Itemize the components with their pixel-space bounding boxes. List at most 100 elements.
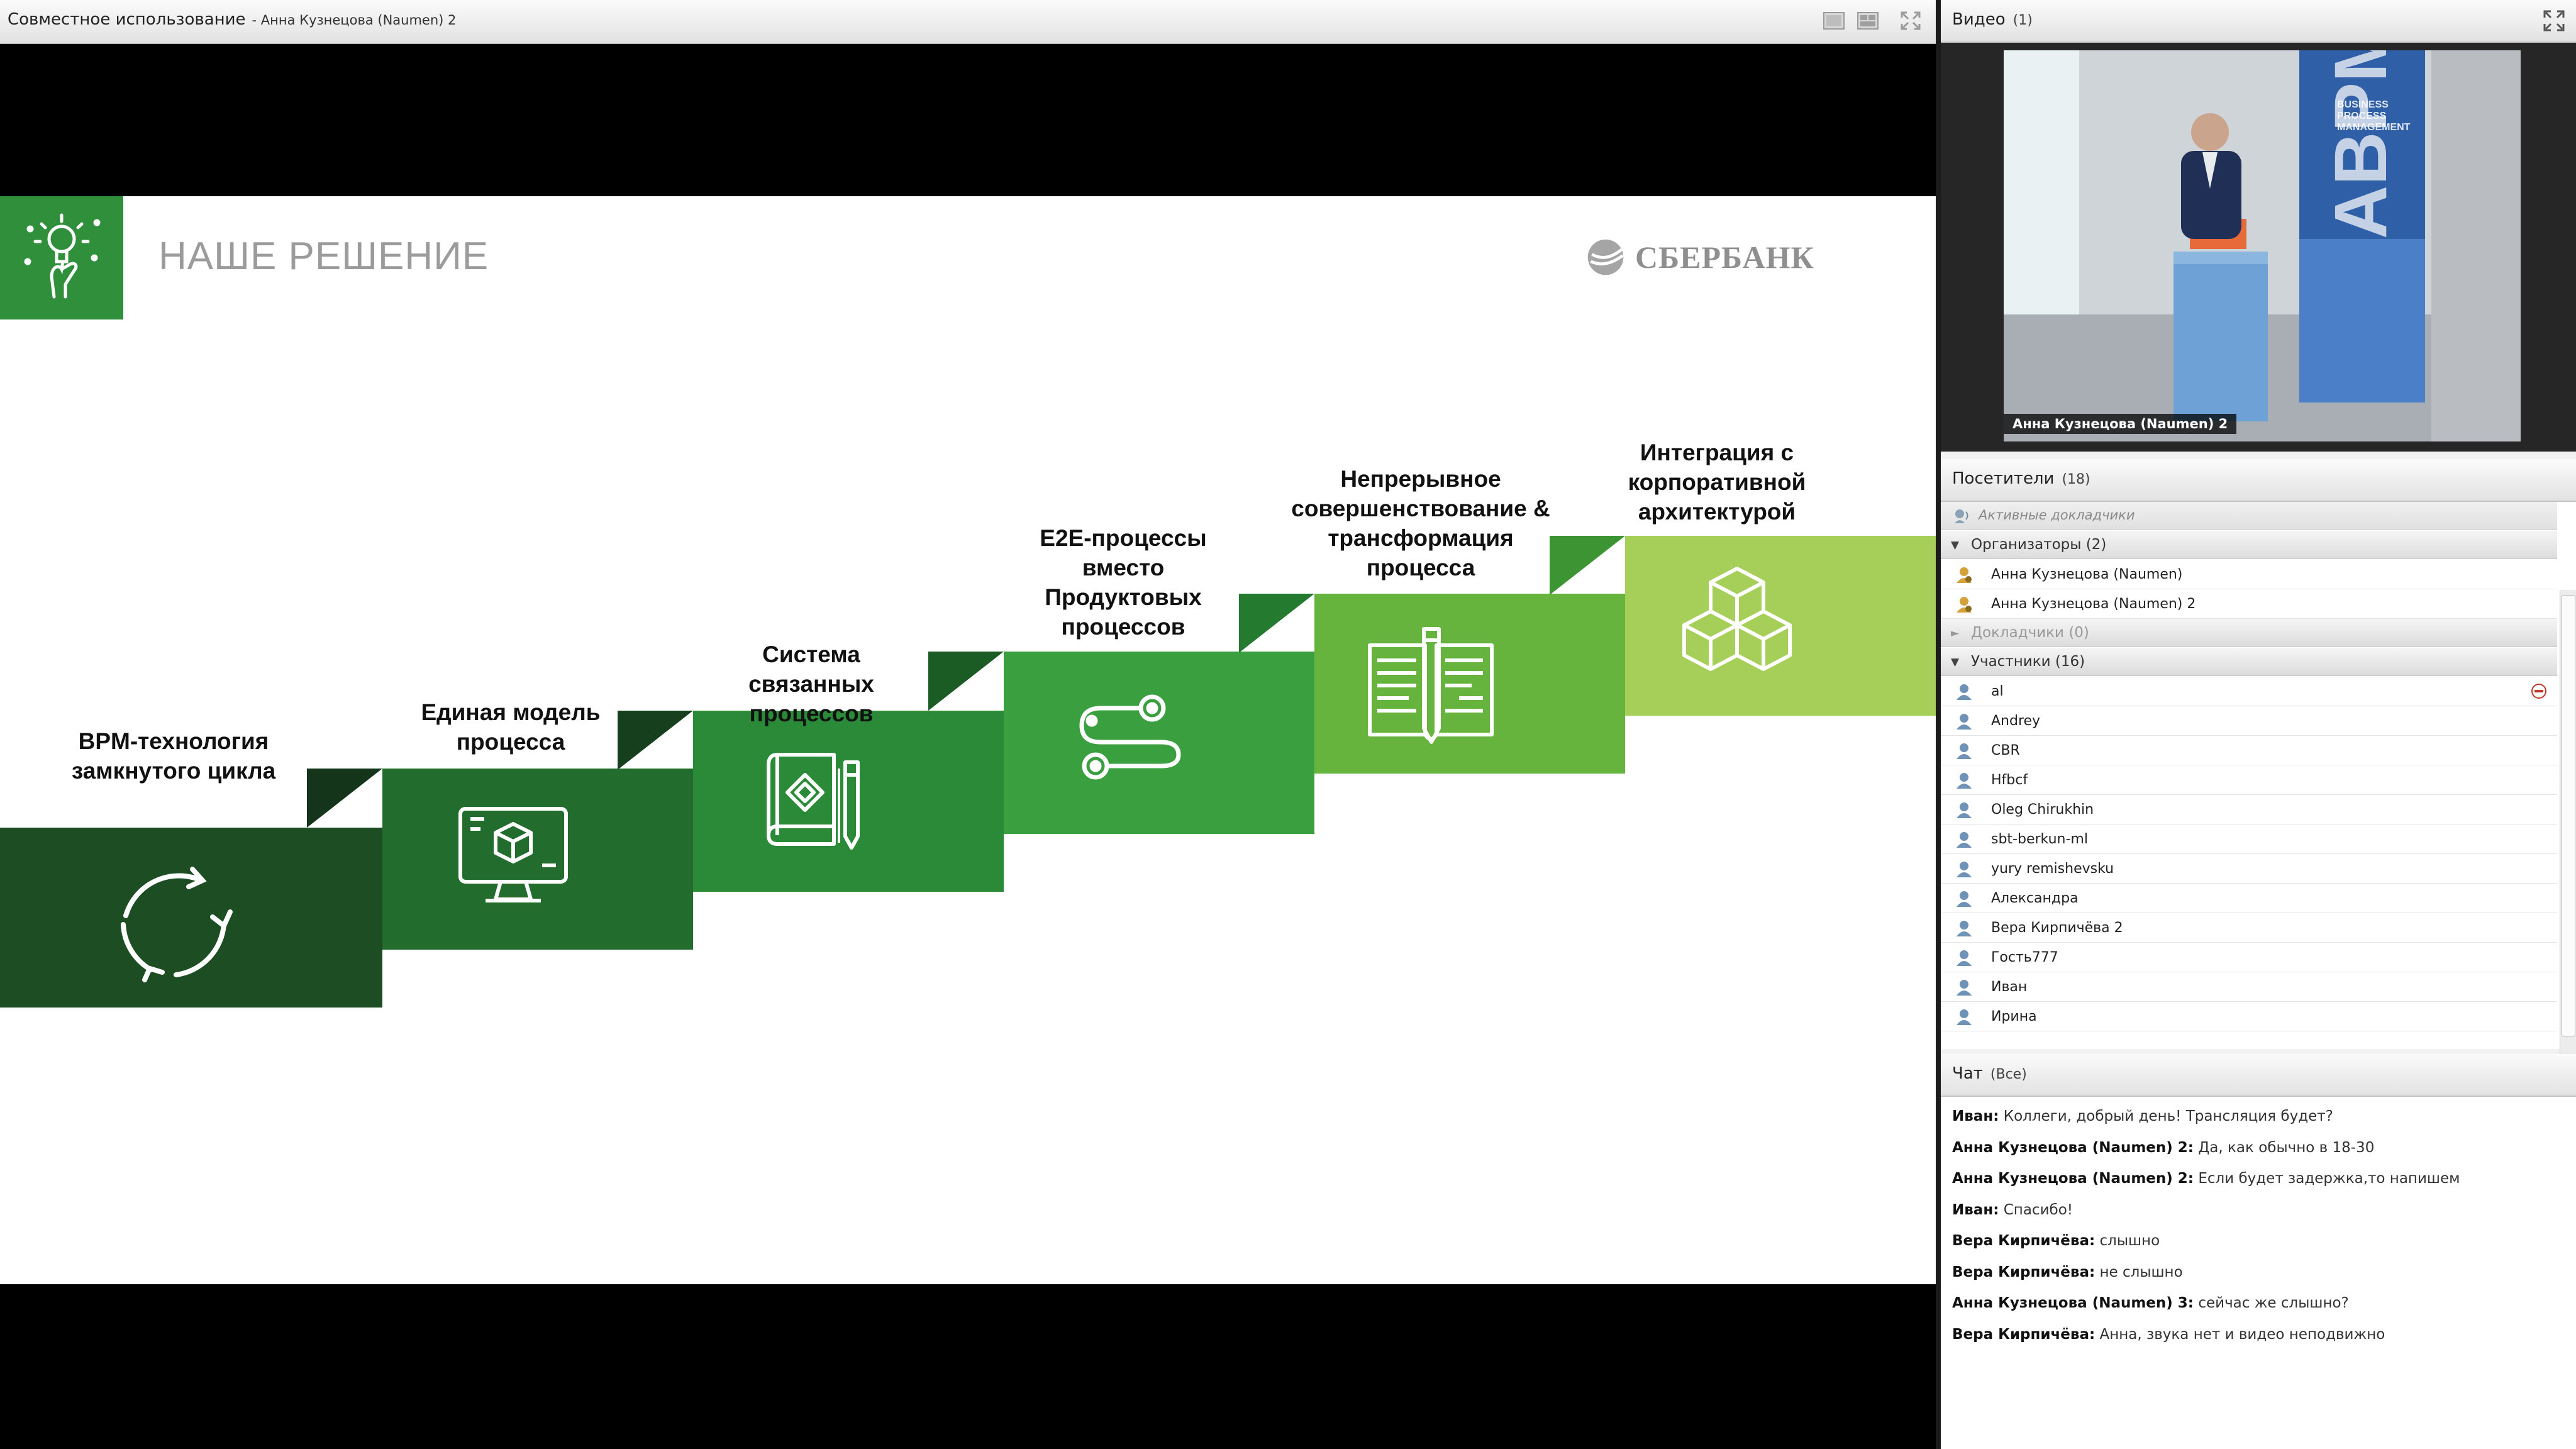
attendee-row[interactable]: al [1941,677,2557,706]
attendee-name: CBR [1991,743,2020,758]
chat-text: Если будет задержка,то напишем [2198,1170,2460,1187]
participants-group[interactable]: ▼ Участники (16) [1941,648,2557,676]
attendee-row[interactable]: Hfbcf [1941,765,2557,795]
sberbank-logo: СБЕРБАНК [1585,235,1814,279]
attendee-name: Hfbcf [1991,772,2028,788]
active-speakers-row[interactable]: Активные докладчики [1941,502,2557,530]
chat-author: Анна Кузнецова (Naumen) 2: [1952,1170,2194,1187]
chat-author: Анна Кузнецова (Naumen) 2: [1952,1139,2194,1156]
share-presenter-name: - Анна Кузнецова (Naumen) 2 [252,13,457,28]
step-3-fold [618,711,693,770]
user-icon [1955,1008,1974,1026]
video-banner-text: ABPM [2319,50,2402,239]
video-pod-title: Видео(1) [1952,10,2033,29]
video-banner-subtext: BUSINESS PROCESS MANAGEMENT [2337,99,2411,133]
attendee-row[interactable]: CBR [1941,736,2557,765]
chat-author: Вера Кирпичёва: [1952,1326,2096,1343]
chat-filter[interactable]: (Все) [1990,1067,2027,1082]
host-user-icon [1955,595,1974,614]
chat-text: Анна, звука нет и видео неподвижно [2099,1326,2385,1343]
chat-message: Анна Кузнецова (Naumen) 2: Да, как обычн… [1952,1140,2374,1156]
chat-message: Вера Кирпичёва: слышно [1952,1233,2160,1249]
user-icon [1955,889,1974,908]
share-title-text: Совместное использование [8,10,246,29]
step-1-block [0,828,382,1008]
video-title-text: Видео [1952,10,2006,29]
attendees-pod-title: Посетители(18) [1952,469,2090,488]
attendee-row[interactable]: Andrey [1941,706,2557,736]
collapse-arrow-icon: ▼ [1951,656,1960,669]
attendee-row[interactable]: Oleg Chirukhin [1941,795,2557,824]
chat-message: Иван: Спасибо! [1952,1202,2073,1218]
attendee-row[interactable]: sbt-berkun-ml [1941,824,2557,854]
attendee-row[interactable]: Гость777 [1941,943,2557,972]
organizers-group-label: Организаторы (2) [1971,536,2107,553]
layout-single-icon[interactable] [1821,9,1846,33]
attendee-name: Вера Кирпичёва 2 [1991,920,2123,936]
slide-title: НАШЕ РЕШЕНИЕ [158,235,489,278]
chat-author: Анна Кузнецова (Naumen) 3: [1952,1295,2194,1311]
fullscreen-icon[interactable] [1898,9,1923,33]
speakers-group[interactable]: ► Докладчики (0) [1941,619,2557,647]
microphone-icon [1952,507,1971,526]
sberbank-logo-text: СБЕРБАНК [1635,240,1814,275]
attendee-row[interactable]: yury remishevsku [1941,854,2557,884]
speakers-group-label: Докладчики (0) [1971,625,2089,641]
step-5 [1239,594,1625,774]
attendee-name: Гость777 [1991,950,2058,965]
video-area: ABPM BUSINESS PROCESS MANAGEMENT Анна Ку… [1941,43,2576,452]
attendee-row[interactable]: Вера Кирпичёва 2 [1941,913,2557,943]
step-3-block [693,711,1004,892]
attendee-row[interactable]: Анна Кузнецова (Naumen) [1941,560,2557,589]
speaker-video[interactable]: ABPM BUSINESS PROCESS MANAGEMENT [2004,50,2521,441]
step-4-label: E2E-процессы вместо Продуктовых процессо… [1040,525,1207,640]
video-fullscreen-icon[interactable] [2542,9,2566,33]
step-6-block [1625,536,1936,716]
chat-text: Да, как обычно в 18-30 [2198,1139,2375,1156]
attendee-row[interactable]: Александра [1941,884,2557,913]
expand-arrow-icon: ► [1951,627,1960,640]
collapse-arrow-icon: ▼ [1951,539,1960,552]
chat-message: Вера Кирпичёва: не слышно [1952,1264,2183,1280]
process-flow-icon [1073,693,1186,787]
attendee-row[interactable]: Иван [1941,972,2557,1002]
step-5-fold [1239,594,1314,653]
attendees-count: (18) [2062,472,2090,487]
step-1-label: BPM-технология замкнутого цикла [71,728,276,784]
attendee-row[interactable]: Ирина [1941,1002,2557,1031]
chat-text: сейчас же слышно? [2198,1295,2349,1311]
participants-group-label: Участники (16) [1971,653,2085,670]
presentation-slide: НАШЕ РЕШЕНИЕ СБЕРБАНК BPM-технология зам… [0,196,1936,1284]
step-2-block [382,769,693,950]
chat-text: Коллеги, добрый день! Трансляция будет? [2003,1108,2333,1124]
step-2-fold-gap [307,769,382,828]
step-6-fold [1550,536,1625,595]
notebook-pencil-icon [1365,624,1497,750]
attendees-scrollbar[interactable] [2560,590,2576,1093]
user-icon [1955,712,1974,731]
sberbank-logo-icon [1587,239,1624,275]
user-icon [1955,978,1974,997]
step-1 [0,828,382,1008]
step-4-fold [928,652,1004,711]
layout-grid-icon[interactable] [1855,9,1880,33]
chat-author: Вера Кирпичёва: [1952,1233,2096,1249]
attendee-row[interactable]: Анна Кузнецова (Naumen) 2 [1941,589,2557,619]
chat-message: Анна Кузнецова (Naumen) 3: сейчас же слы… [1952,1295,2349,1311]
chat-pod-header: Чат (Все) [1941,1054,2576,1097]
attendees-list: Активные докладчики ▼ Организаторы (2) А… [1941,502,2576,1093]
remove-icon[interactable] [2531,683,2547,699]
step-5-label: Непрерывное совершенствование & трансфор… [1291,466,1550,580]
step-4 [928,652,1314,834]
chat-title-text: Чат [1952,1064,1983,1083]
organizers-group[interactable]: ▼ Организаторы (2) [1941,531,2557,559]
attendee-name: al [1991,684,2004,699]
user-icon [1955,860,1974,879]
chat-messages: Иван: Коллеги, добрый день! Трансляция б… [1941,1097,2576,1449]
attendee-name: Ирина [1991,1009,2037,1024]
step-3 [618,711,1004,892]
chat-message: Анна Кузнецова (Naumen) 2: Если будет за… [1952,1170,2460,1187]
attendees-scroll-thumb[interactable] [2562,595,2575,1036]
step-6 [1550,536,1936,716]
chat-message: Иван: Коллеги, добрый день! Трансляция б… [1952,1108,2333,1124]
